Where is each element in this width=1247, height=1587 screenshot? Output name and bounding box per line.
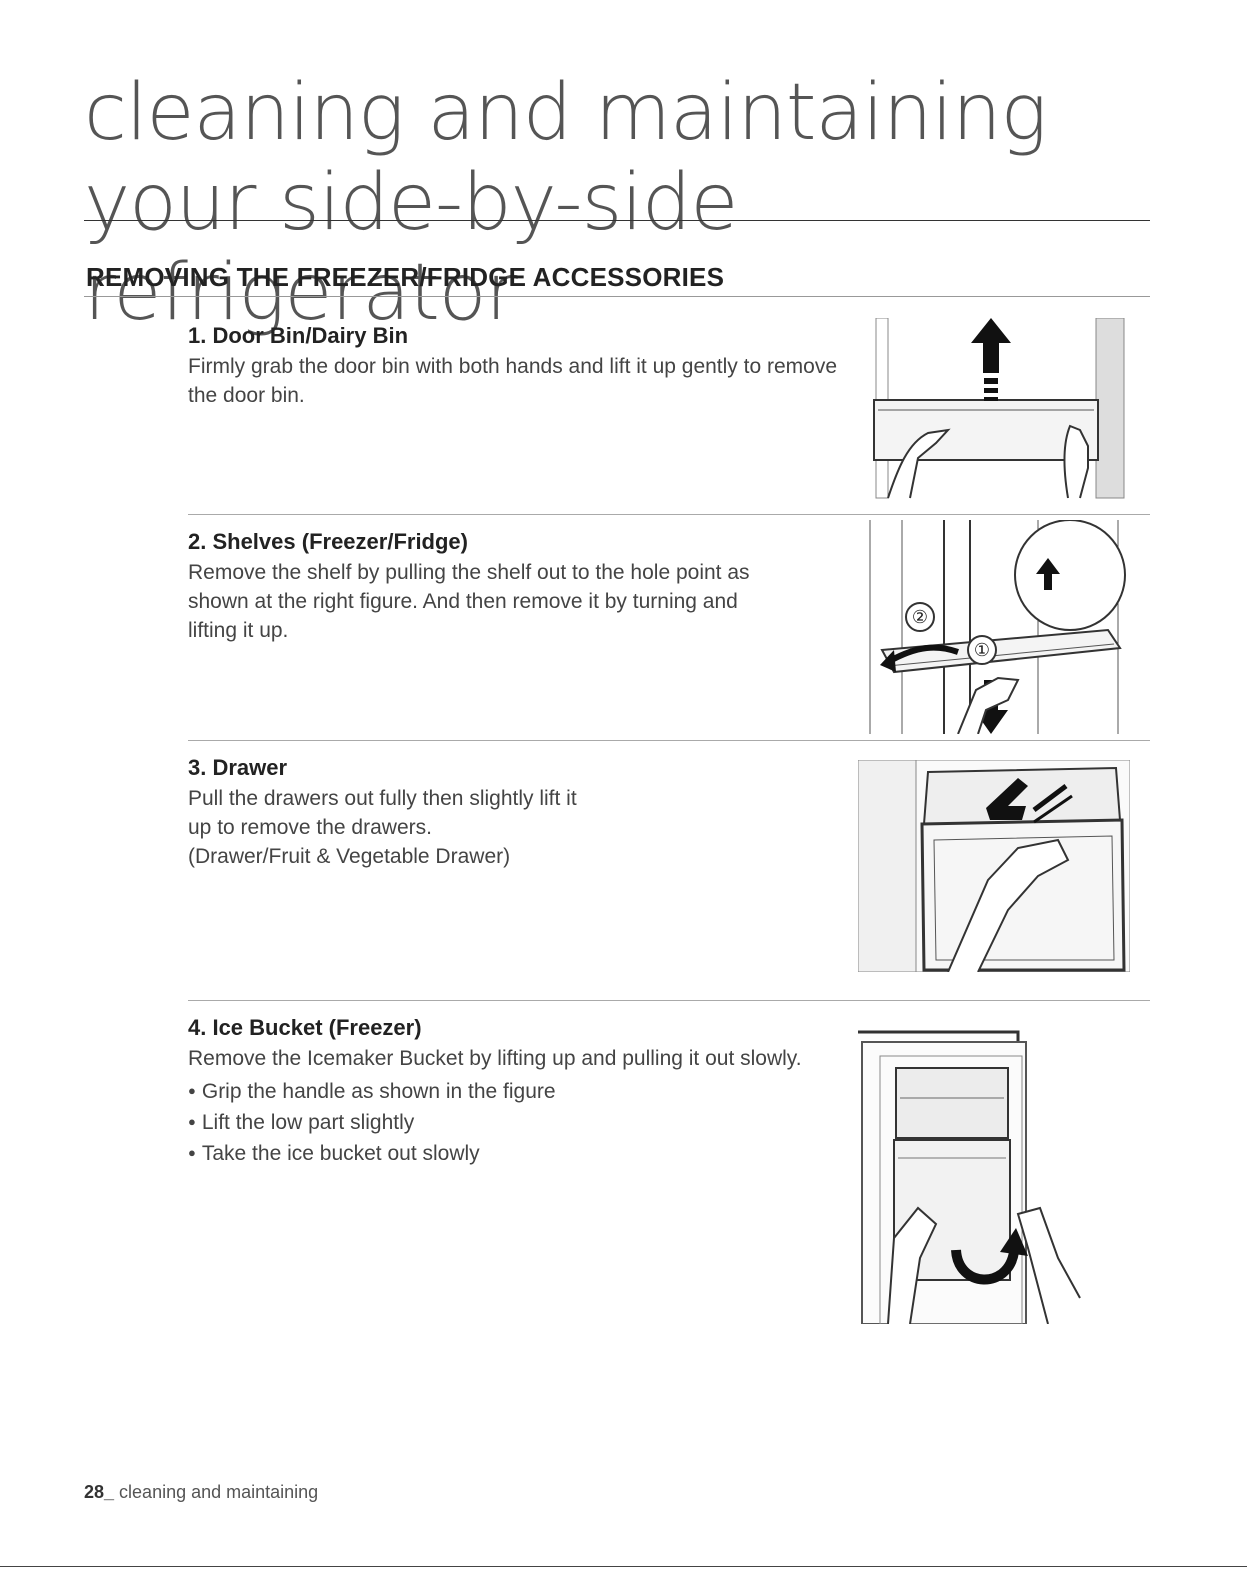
item-text: Pull the drawers out fully then slightly…	[188, 787, 577, 839]
item-heading: 1. Door Bin/Dairy Bin	[188, 323, 409, 348]
title-rule	[84, 220, 1150, 221]
bullet-item: Grip the handle as shown in the figure	[188, 1077, 848, 1108]
item-separator	[188, 740, 1150, 741]
bullet-item: Lift the low part slightly	[188, 1108, 848, 1139]
section-heading: REMOVING THE FREEZER/FRIDGE ACCESSORIES	[86, 262, 725, 292]
section-rule	[84, 296, 1150, 297]
item-heading: 4. Ice Bucket (Freezer)	[188, 1015, 422, 1040]
drawer-illustration	[858, 760, 1130, 972]
item-text: Firmly grab the door bin with both hands…	[188, 355, 838, 407]
item-heading: 3. Drawer	[188, 755, 288, 780]
step-label: ②	[912, 607, 928, 627]
page-title: cleaning and maintaining your side-by-si…	[84, 68, 1047, 338]
footer-section: cleaning and maintaining	[114, 1482, 319, 1502]
item-heading: 2. Shelves (Freezer/Fridge)	[188, 529, 468, 554]
ice-bucket-illustration	[858, 1028, 1088, 1324]
item-drawer: 3. Drawer Pull the drawers out fully the…	[188, 754, 848, 871]
bullet-list: Grip the handle as shown in the figure L…	[188, 1077, 848, 1170]
item-text: Remove the Icemaker Bucket by lifting up…	[188, 1047, 802, 1070]
item-separator	[188, 514, 1150, 515]
door-bin-illustration	[858, 318, 1130, 500]
item-shelves: 2. Shelves (Freezer/Fridge) Remove the s…	[188, 528, 848, 645]
bottom-rule	[0, 1566, 1247, 1567]
shelf-illustration: ② ①	[858, 520, 1130, 734]
item-door-bin: 1. Door Bin/Dairy Bin Firmly grab the do…	[188, 322, 848, 410]
page-footer: 28_ cleaning and maintaining	[84, 1482, 318, 1503]
item-separator	[188, 1000, 1150, 1001]
item-ice-bucket: 4. Ice Bucket (Freezer) Remove the Icema…	[188, 1014, 848, 1170]
page-number: 28_	[84, 1482, 115, 1502]
step-label: ①	[974, 640, 990, 660]
item-text: Remove the shelf by pulling the shelf ou…	[188, 561, 750, 642]
item-note: (Drawer/Fruit & Vegetable Drawer)	[188, 845, 511, 868]
bullet-item: Take the ice bucket out slowly	[188, 1139, 848, 1170]
